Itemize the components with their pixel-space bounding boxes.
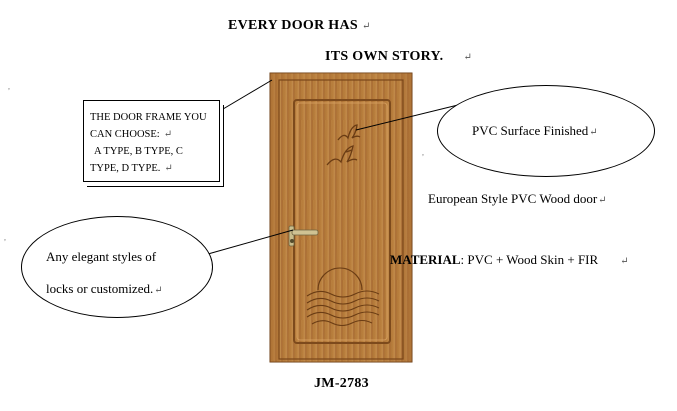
model-number: JM-2783 (314, 376, 369, 391)
locks-callout-line-1: Any elegant styles of (46, 249, 156, 265)
locks-callout-ellipse: Any elegant styles of locks or customize… (21, 216, 213, 318)
door-panel (293, 99, 391, 344)
heading-line-1: EVERY DOOR HAS↵ (228, 18, 371, 34)
door-style-text: European Style PVC Wood door (428, 191, 598, 206)
waves-carving-icon (306, 267, 380, 327)
heading-line-2: ITS OWN STORY. ↵ (325, 49, 472, 65)
locks-callout-text: Any elegant styles of (46, 249, 157, 264)
locks-leader-line (207, 229, 294, 255)
return-mark: ↵ (598, 195, 607, 206)
frame-callout-line: A TYPE, B TYPE, C (94, 143, 215, 160)
return-mark: ↵ (361, 21, 371, 32)
surface-callout-ellipse: PVC Surface Finished↵ (437, 85, 655, 177)
locks-callout-text: locks or customized. (46, 281, 154, 296)
frame-callout-text: CAN CHOOSE: (90, 129, 160, 140)
heading-line-1-text: EVERY DOOR HAS (228, 18, 358, 33)
return-mark: ↵ (463, 52, 473, 63)
frame-callout-text: TYPE, D TYPE. (90, 163, 161, 174)
return-mark: ↵ (620, 256, 629, 267)
heading-line-2-text: ITS OWN STORY. (325, 49, 444, 64)
return-mark: ↵ (163, 129, 173, 140)
frame-callout-text: THE DOOR FRAME YOU (90, 112, 207, 123)
material-label: MATERIAL (390, 252, 461, 267)
frame-callout-text: A TYPE, B TYPE, C (94, 146, 183, 157)
locks-callout-line-2: locks or customized.↵ (46, 281, 163, 297)
stray-mark: , (422, 148, 424, 157)
frame-callout-line: THE DOOR FRAME YOU (90, 109, 215, 126)
return-mark: ↵ (154, 285, 163, 296)
surface-leader-line (355, 103, 463, 131)
stray-mark: , (8, 82, 10, 91)
frame-leader-line (217, 79, 273, 113)
return-mark: ↵ (589, 127, 598, 138)
surface-callout-text: PVC Surface Finished (472, 123, 589, 138)
birds-carving-icon (326, 124, 361, 166)
surface-callout: PVC Surface Finished↵ (472, 123, 598, 139)
door-leaf (278, 79, 404, 360)
return-mark: ↵ (164, 163, 173, 174)
door-style-label: European Style PVC Wood door↵ (428, 191, 607, 207)
frame-callout-line: TYPE, D TYPE.↵ (90, 160, 215, 177)
door-frame-callout: THE DOOR FRAME YOU CAN CHOOSE:↵ A TYPE, … (83, 100, 220, 182)
material-line: MATERIAL: PVC + Wood Skin + FIR ↵ (390, 252, 629, 268)
material-value: : PVC + Wood Skin + FIR (460, 252, 599, 267)
stray-mark: , (4, 233, 6, 242)
frame-callout-line: CAN CHOOSE:↵ (90, 126, 215, 143)
